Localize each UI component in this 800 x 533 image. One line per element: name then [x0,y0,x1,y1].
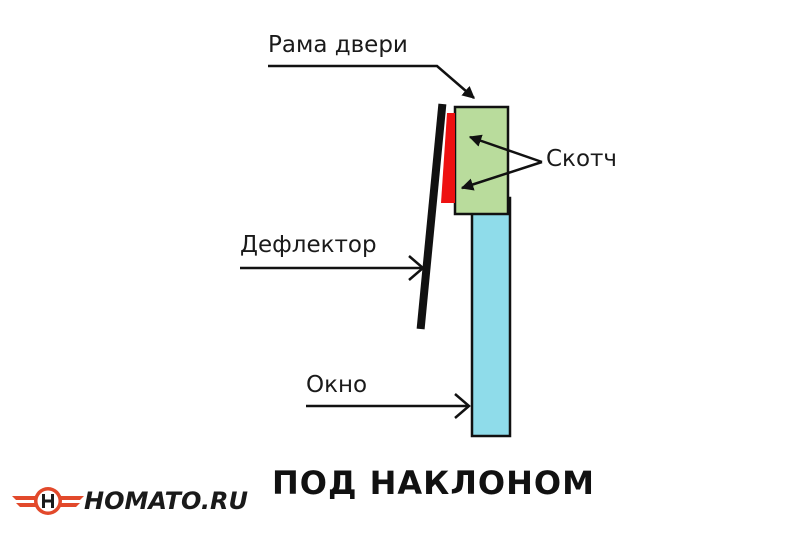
tape-arrow-upper [468,134,543,164]
window-glass [470,196,512,438]
door-frame [453,105,510,216]
tape-label: Скотч [546,146,618,172]
deflector-label: Дефлектор [240,232,377,258]
tape-arrow-lower [460,160,543,191]
window-label: Окно [306,372,368,398]
door-frame-label: Рама двери [268,32,408,58]
logo-text: HOMATO.RU [84,487,248,515]
deflector [416,103,447,330]
tape-strip [441,113,455,203]
window-arrowhead [454,393,471,419]
door-frame-arrow [268,64,475,99]
deflector-arrowhead [408,255,425,281]
homato-logo-icon [12,487,84,515]
caption: ПОД НАКЛОНОМ [272,464,595,502]
